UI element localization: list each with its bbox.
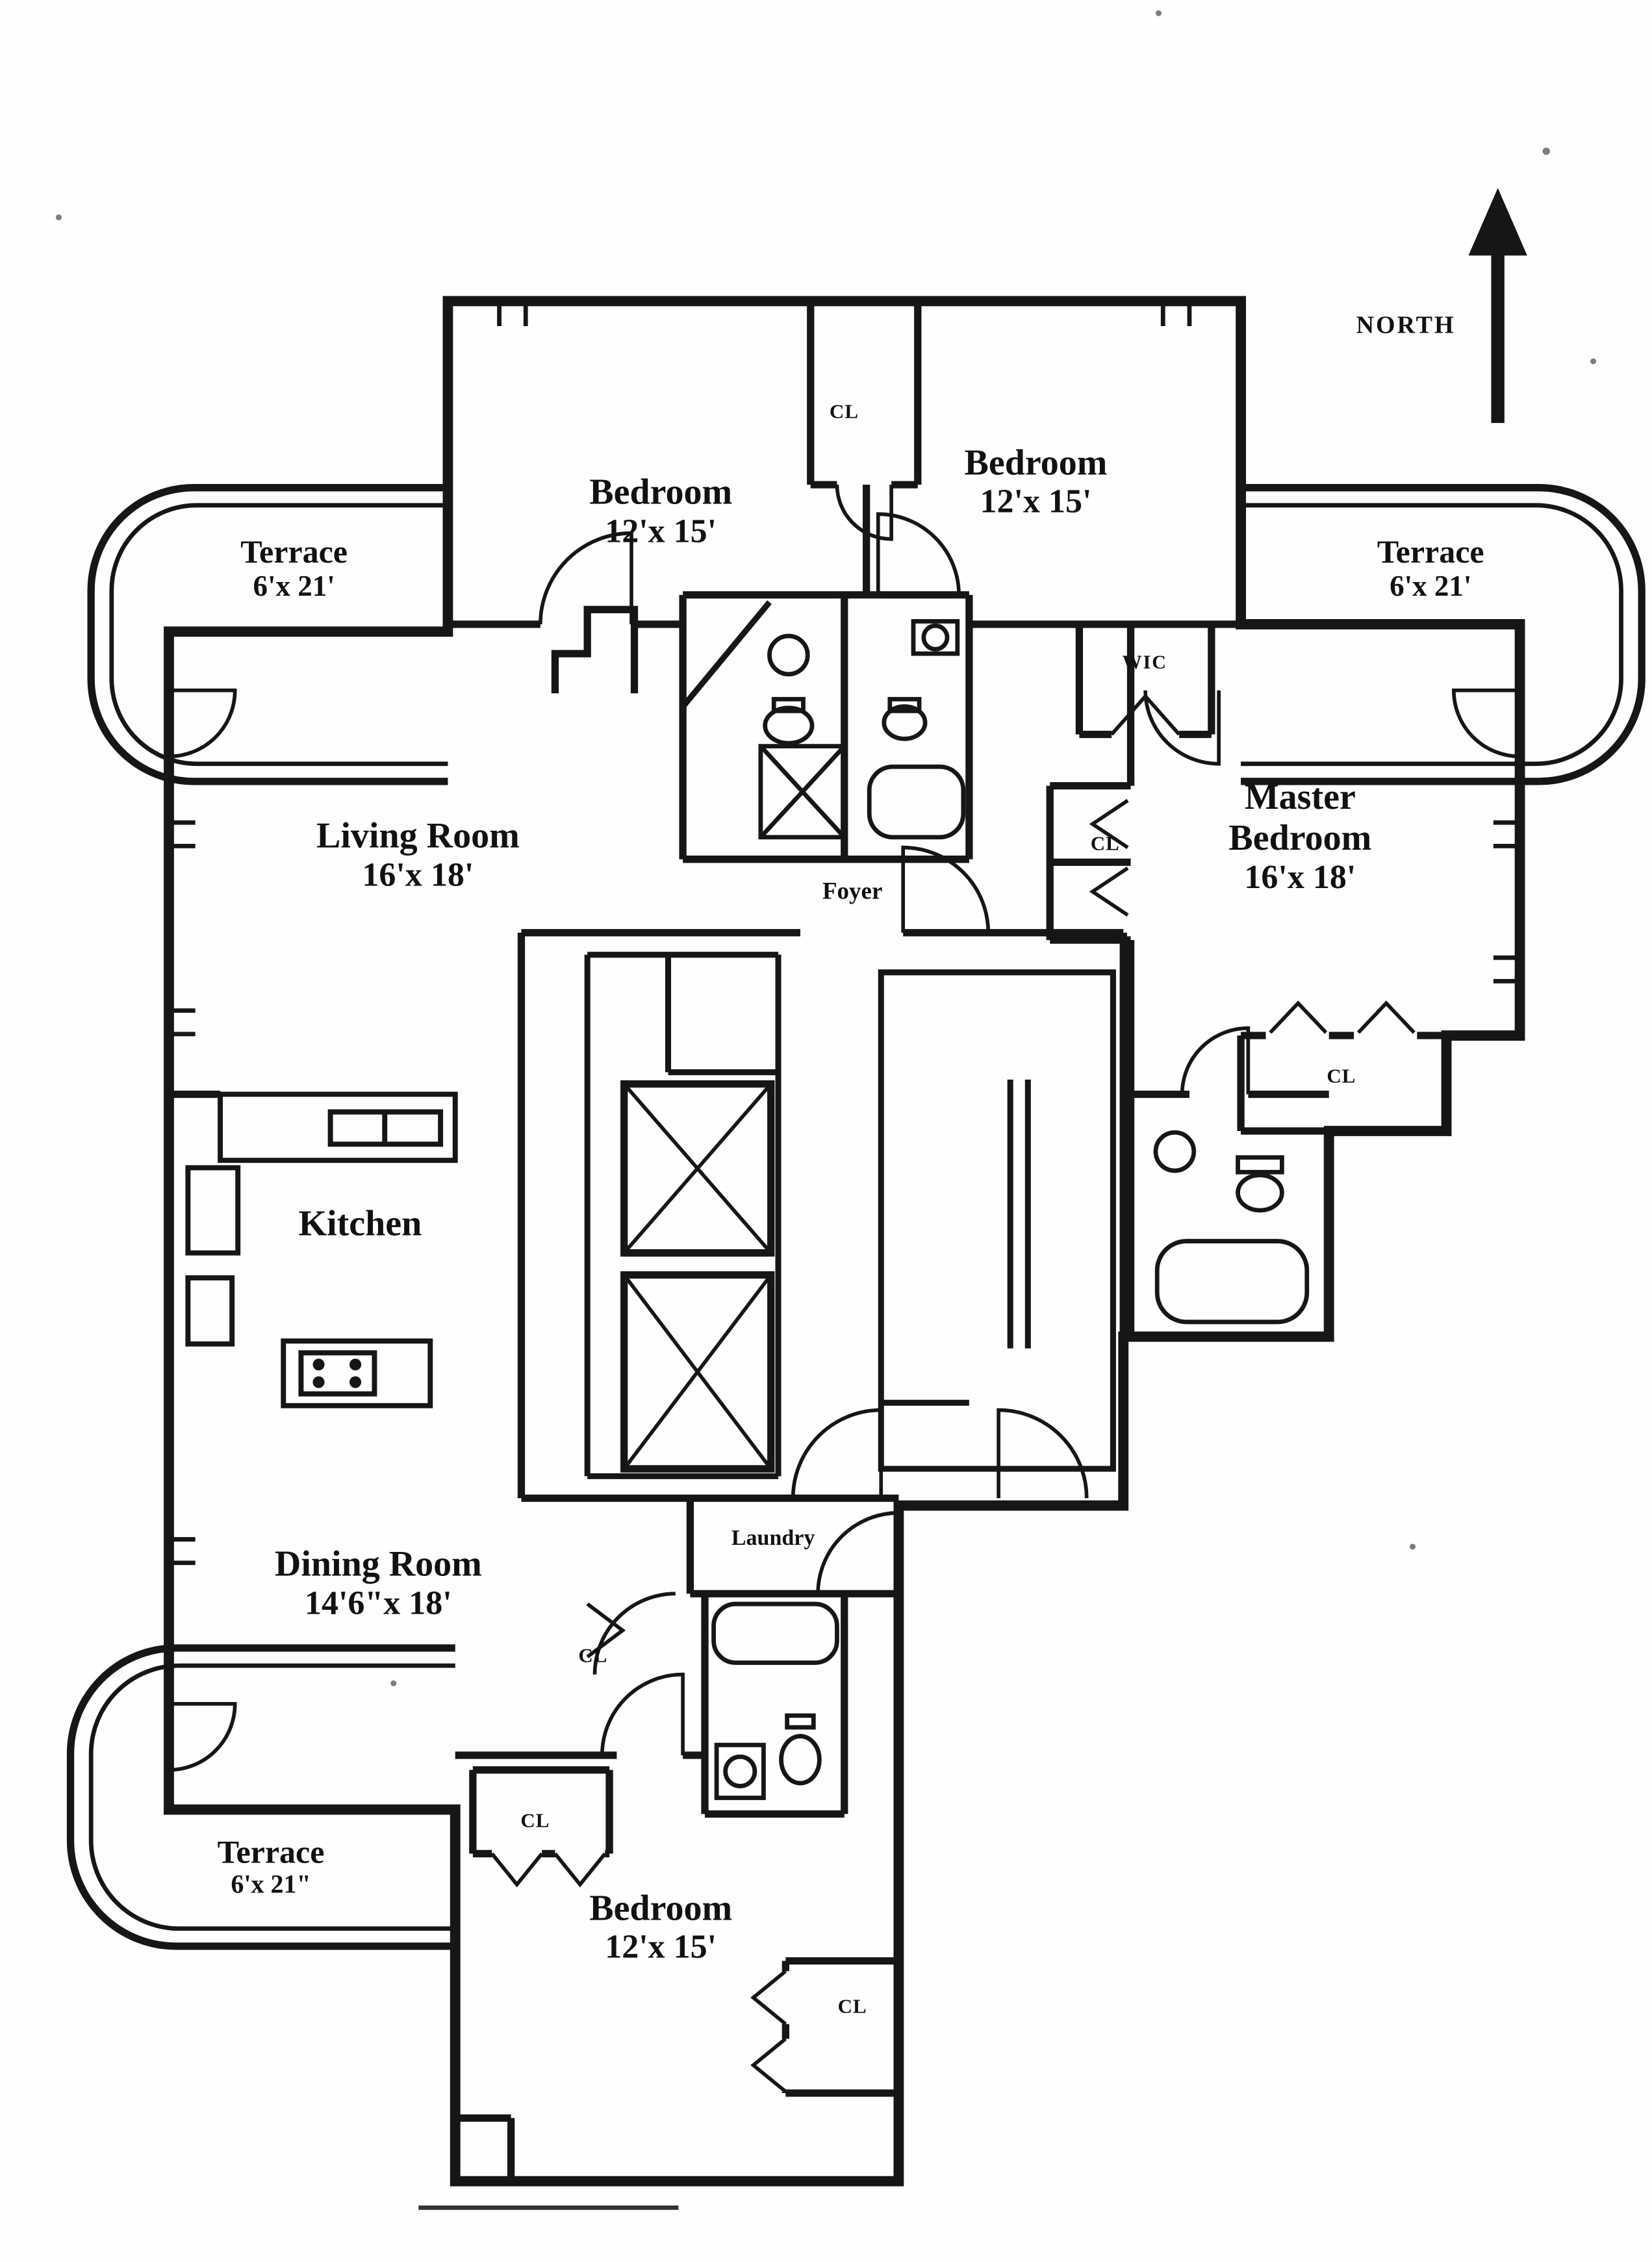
label-bedroom-top-left: Bedroom 12'x 15' bbox=[589, 472, 732, 550]
label-master-bedroom: Master Bedroom 16'x 18' bbox=[1183, 777, 1417, 896]
room-name: Laundry bbox=[731, 1525, 815, 1550]
room-name: Terrace bbox=[1377, 533, 1484, 570]
label-bedroom-top-right: Bedroom 12'x 15' bbox=[965, 442, 1108, 521]
room-name: Master Bedroom bbox=[1228, 777, 1372, 859]
stairwell-icon bbox=[878, 969, 1116, 1472]
label-north: NORTH bbox=[1356, 312, 1456, 340]
room-dims: 16'x 18' bbox=[362, 856, 474, 894]
label-closet-top: CL bbox=[830, 400, 859, 423]
label-terrace-top-right: Terrace 6'x 21' bbox=[1377, 533, 1484, 602]
room-name: Foyer bbox=[822, 878, 883, 905]
label-closet-master: CL bbox=[1327, 1065, 1356, 1088]
label-closet-master-hall: CL bbox=[1091, 832, 1120, 855]
room-name: Bedroom bbox=[964, 442, 1108, 483]
room-dims: 12'x 15' bbox=[980, 483, 1092, 520]
label-dining-room: Dining Room 14'6"x 18' bbox=[275, 1544, 482, 1623]
kitchen-fixtures bbox=[185, 1091, 458, 1408]
room-name: Bedroom bbox=[589, 1888, 733, 1929]
room-dims: 16'x 18' bbox=[1244, 858, 1356, 896]
elevator-core-icon bbox=[584, 952, 782, 1479]
room-dims: 14'6"x 18' bbox=[304, 1584, 452, 1622]
room-name: Terrace bbox=[217, 1833, 325, 1870]
room-name: Dining Room bbox=[274, 1544, 482, 1584]
label-laundry: Laundry bbox=[731, 1526, 815, 1551]
bathroom-fixtures bbox=[681, 600, 1310, 1800]
label-closet-dining: CL bbox=[578, 1644, 607, 1667]
compass-label: NORTH bbox=[1356, 312, 1456, 340]
label-kitchen: Kitchen bbox=[298, 1203, 422, 1244]
label-bedroom-bottom: Bedroom 12'x 15' bbox=[589, 1888, 732, 1966]
closet-label: CL bbox=[520, 1809, 550, 1832]
closet-label: CL bbox=[1327, 1065, 1356, 1088]
room-dims: 12'x 15' bbox=[605, 513, 717, 550]
interior-walls bbox=[168, 301, 1447, 2181]
north-arrow-icon bbox=[1468, 188, 1527, 424]
label-foyer: Foyer bbox=[822, 878, 882, 904]
room-dims: 6'x 21" bbox=[231, 1869, 311, 1899]
room-dims: 12'x 15' bbox=[605, 1928, 717, 1966]
terrace-outlines bbox=[66, 484, 1646, 1950]
room-name: Living Room bbox=[316, 815, 520, 856]
room-name: Terrace bbox=[240, 533, 348, 570]
label-wic: WIC bbox=[1123, 652, 1167, 674]
closet-label: CL bbox=[1090, 832, 1120, 855]
closet-label: WIC bbox=[1122, 652, 1167, 674]
door-swings bbox=[168, 485, 1520, 2093]
label-terrace-bottom: Terrace 6'x 21" bbox=[218, 1833, 325, 1899]
closet-label: CL bbox=[578, 1644, 608, 1667]
scan-specks bbox=[55, 10, 1597, 1686]
room-name: Kitchen bbox=[298, 1203, 422, 1244]
label-terrace-top-left: Terrace 6'x 21' bbox=[240, 533, 348, 602]
label-living-room: Living Room 16'x 18' bbox=[316, 816, 520, 895]
label-closet-bottom-right: CL bbox=[837, 1994, 867, 2018]
room-name: Bedroom bbox=[589, 472, 733, 513]
room-dims: 6'x 21' bbox=[253, 569, 335, 602]
label-closet-bottom-left: CL bbox=[520, 1809, 550, 1833]
room-dims: 6'x 21' bbox=[1390, 569, 1472, 602]
window-ticks bbox=[168, 301, 1520, 1566]
closet-label: CL bbox=[837, 1994, 867, 2018]
closet-label: CL bbox=[829, 400, 859, 423]
